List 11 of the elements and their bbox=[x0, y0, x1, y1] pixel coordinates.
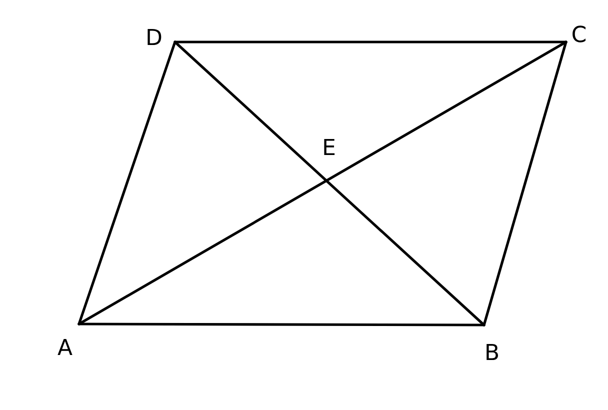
line-segment bbox=[174, 40, 568, 44]
line-segment bbox=[78, 322, 486, 326]
line-segment bbox=[78, 40, 568, 326]
vertex-label: A bbox=[58, 338, 72, 356]
vertex-label: D bbox=[148, 28, 162, 46]
line-segment bbox=[174, 40, 486, 326]
line-segment bbox=[78, 40, 176, 326]
point-label: E bbox=[324, 138, 335, 156]
vertex-label: C bbox=[572, 26, 586, 42]
vertex-label: B bbox=[486, 344, 498, 360]
line-segment bbox=[482, 40, 568, 326]
